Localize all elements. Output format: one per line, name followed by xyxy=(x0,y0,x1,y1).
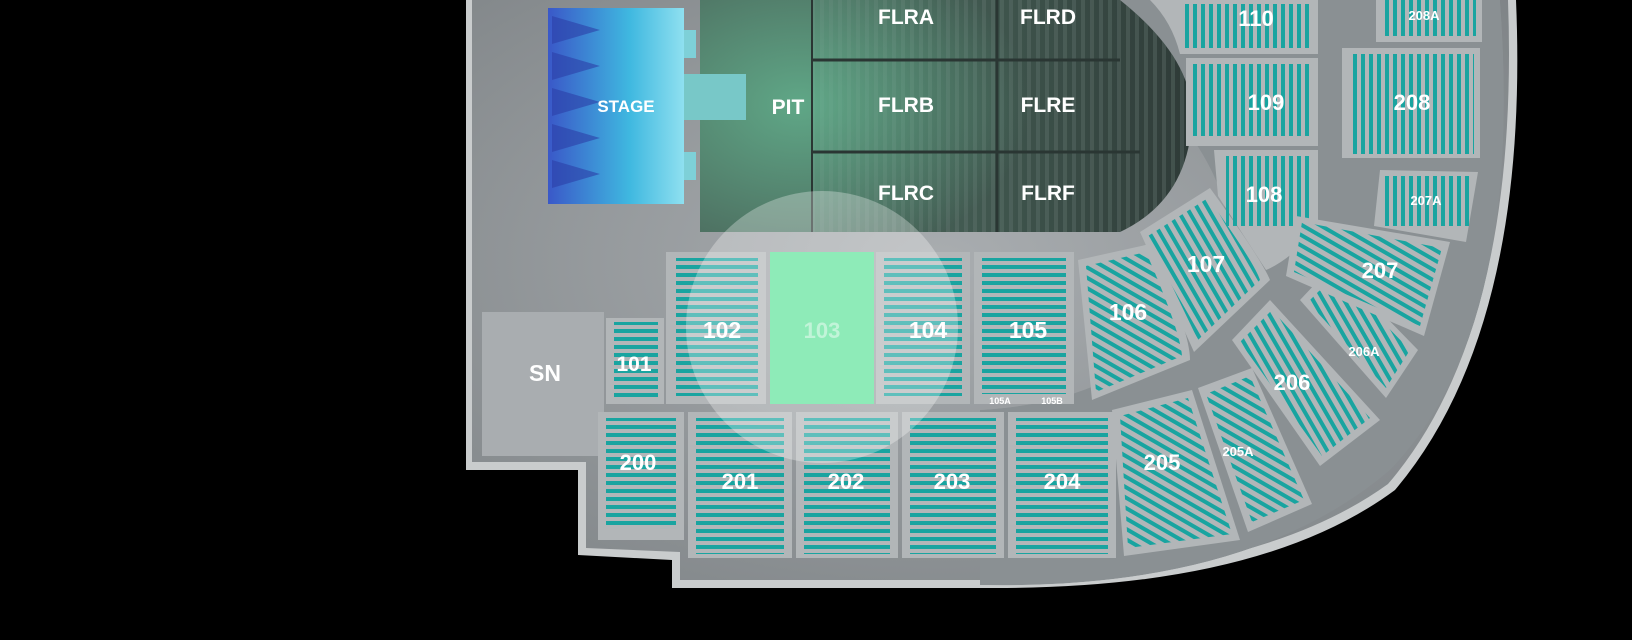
section-label: 208A xyxy=(1408,8,1440,23)
section-201[interactable]: 201 xyxy=(688,412,792,558)
section-107[interactable]: 107 xyxy=(1140,188,1270,352)
floor-section-flre[interactable]: FLRE xyxy=(1021,94,1076,117)
stage-label: STAGE xyxy=(597,97,654,116)
section-103[interactable]: 103 xyxy=(770,252,874,404)
section-203[interactable]: 203 xyxy=(902,412,1004,558)
section-label: 208 xyxy=(1394,90,1431,115)
section-label: 207A xyxy=(1410,193,1442,208)
section-label: 108 xyxy=(1246,182,1283,207)
section-200[interactable]: 200 xyxy=(598,412,684,540)
section-109[interactable]: 109 xyxy=(1186,58,1318,146)
floor-section-flra[interactable]: FLRA xyxy=(878,6,934,29)
section-label: 206 xyxy=(1274,370,1311,395)
section-label: 205A xyxy=(1222,444,1254,459)
section-sn[interactable]: SN xyxy=(482,312,604,456)
section-102[interactable]: 102 xyxy=(666,252,766,404)
section-208a[interactable]: 208A xyxy=(1376,0,1482,42)
section-label: 101 xyxy=(616,353,651,376)
section-label: 107 xyxy=(1187,251,1225,277)
section-label: 110 xyxy=(1238,6,1274,31)
floor-section-flrb[interactable]: FLRB xyxy=(878,94,934,117)
section-label: 105 xyxy=(1009,317,1048,343)
section-204[interactable]: 204 xyxy=(1008,412,1116,558)
section-label: 109 xyxy=(1248,90,1285,115)
section-label: 207 xyxy=(1362,258,1399,283)
section-110[interactable]: 110 xyxy=(1150,0,1318,54)
selection-highlight xyxy=(686,191,958,463)
section-205a[interactable]: 205A xyxy=(1198,368,1312,532)
section-label: 202 xyxy=(828,469,865,494)
section-label: 206A xyxy=(1348,344,1380,359)
section-105[interactable]: 105 105A 105B xyxy=(974,252,1074,406)
lower-sections: 101 102 103 104 105 105A 105B 106 xyxy=(606,0,1318,406)
section-206[interactable]: 206 xyxy=(1232,300,1380,466)
section-label: 102 xyxy=(703,317,741,343)
section-106[interactable]: 106 xyxy=(1078,244,1190,400)
section-label: 200 xyxy=(620,450,657,475)
floor-section-flrf[interactable]: FLRF xyxy=(1021,182,1075,205)
stage: STAGE xyxy=(548,8,746,204)
section-202[interactable]: 202 xyxy=(796,412,898,558)
section-206a[interactable]: 206A xyxy=(1300,264,1418,398)
section-label: 104 xyxy=(909,317,948,343)
section-pit[interactable]: PIT xyxy=(772,96,805,119)
section-205[interactable]: 205 xyxy=(1112,390,1240,556)
upper-sections: 200 201 202 203 204 205 xyxy=(598,0,1482,558)
section-label: 103 xyxy=(804,318,841,343)
section-label: 204 xyxy=(1044,469,1081,494)
section-105b-label: 105B xyxy=(1041,396,1063,406)
section-105a-label: 105A xyxy=(989,396,1011,406)
sn-label: SN xyxy=(529,360,561,386)
section-label: 203 xyxy=(934,469,971,494)
section-label: 106 xyxy=(1109,299,1147,325)
floor-section-flrd[interactable]: FLRD xyxy=(1020,6,1076,29)
floor-section-flrc[interactable]: FLRC xyxy=(878,182,934,205)
section-104[interactable]: 104 xyxy=(876,252,970,404)
pit-label: PIT xyxy=(772,96,805,119)
section-101[interactable]: 101 xyxy=(606,318,664,404)
section-207[interactable]: 207 xyxy=(1286,216,1450,336)
section-207a[interactable]: 207A xyxy=(1374,170,1478,242)
section-label: 201 xyxy=(722,469,759,494)
floor-section-labels: FLRA FLRD FLRB FLRE FLRC FLRF xyxy=(878,6,1076,205)
section-208[interactable]: 208 xyxy=(1342,48,1480,158)
section-label: 205 xyxy=(1144,450,1181,475)
